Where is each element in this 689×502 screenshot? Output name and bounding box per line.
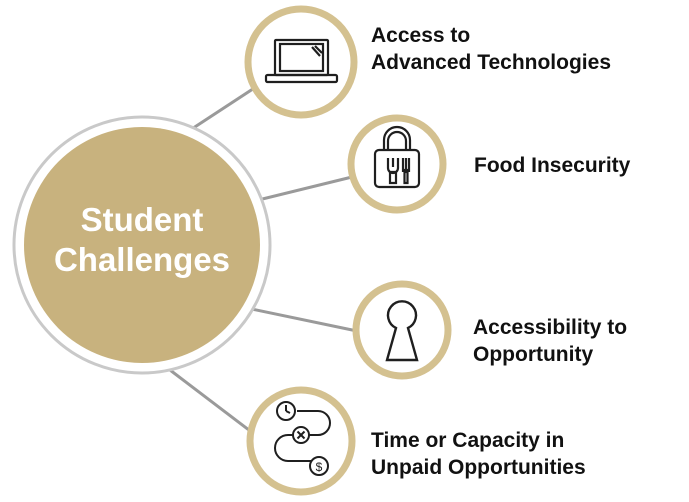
node-time: $ bbox=[246, 386, 356, 496]
connector-food bbox=[245, 175, 353, 205]
label-food-line1: Food Insecurity bbox=[474, 154, 631, 177]
laptop-icon bbox=[264, 38, 339, 84]
svg-text:$: $ bbox=[316, 460, 323, 474]
label-food: Food Insecurity bbox=[474, 152, 630, 179]
keyhole-icon bbox=[385, 300, 419, 362]
label-technologies-line1: Access to bbox=[371, 24, 471, 47]
node-accessibility bbox=[352, 280, 452, 380]
label-time: Time or Capacity in Unpaid Opportunities bbox=[371, 427, 586, 481]
label-technologies: Access to Advanced Technologies bbox=[371, 22, 611, 76]
label-accessibility-line2: Opportunity bbox=[473, 343, 594, 366]
node-food bbox=[347, 114, 447, 214]
hub-label: Student Challenges bbox=[18, 200, 266, 280]
hub-label-line2: Challenges bbox=[53, 241, 231, 278]
connector-time bbox=[169, 368, 263, 442]
hub-label-line1: Student bbox=[80, 201, 204, 238]
label-accessibility-line1: Accessibility to bbox=[473, 316, 628, 339]
label-time-line2: Unpaid Opportunities bbox=[371, 456, 586, 479]
clock-cross-dollar-path-icon: $ bbox=[274, 401, 331, 476]
node-technologies bbox=[244, 5, 358, 119]
hub-circle bbox=[12, 115, 272, 375]
padlock-fork-icon bbox=[373, 125, 421, 189]
label-accessibility: Accessibility to Opportunity bbox=[473, 314, 627, 368]
label-technologies-line2: Advanced Technologies bbox=[371, 51, 611, 74]
label-time-line1: Time or Capacity in bbox=[371, 429, 565, 452]
